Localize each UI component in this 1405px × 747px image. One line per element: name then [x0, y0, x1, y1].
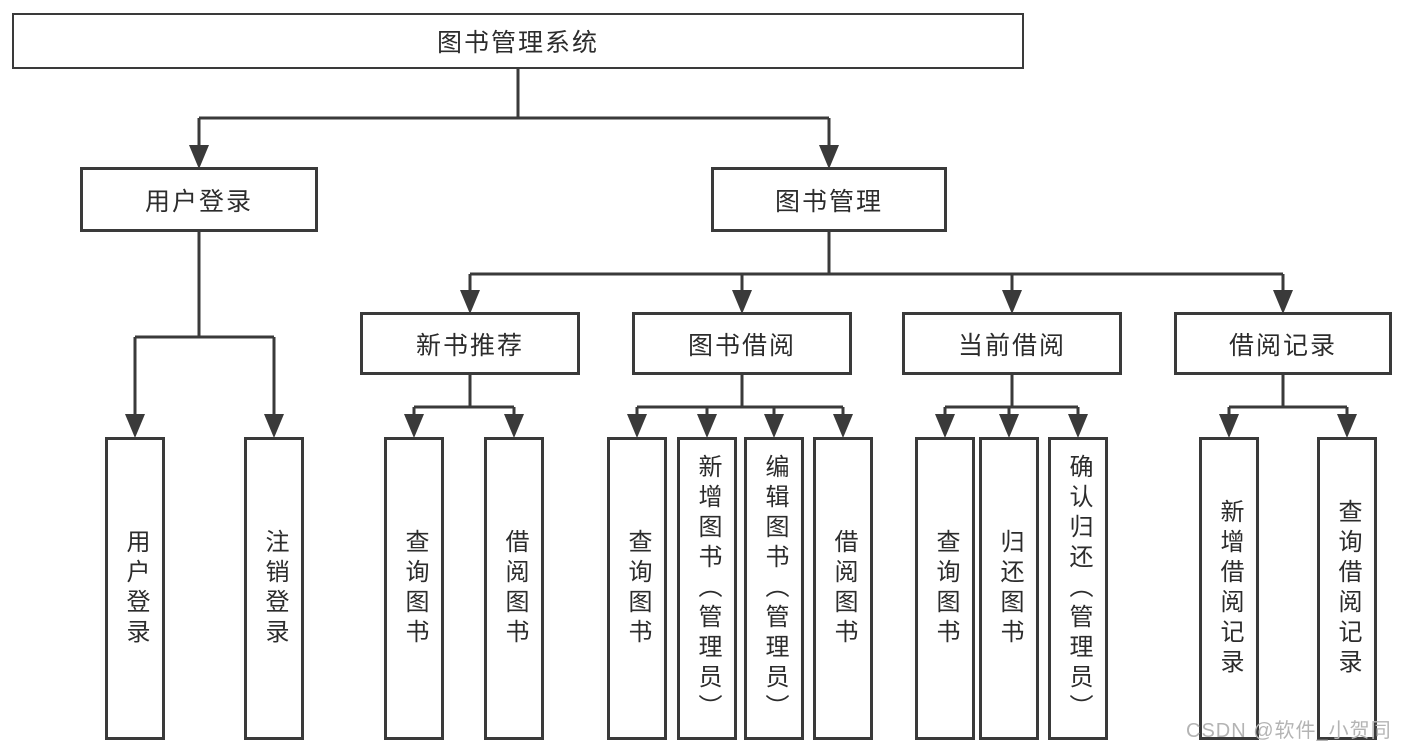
leaf-node-label: 查询图书 — [624, 528, 651, 649]
leaf-node-label: 用户登录 — [122, 528, 149, 649]
group-node-borrow-records: 借阅记录 — [1174, 312, 1392, 375]
arrowhead — [627, 414, 647, 438]
leaf-node-borrow-books-recommend: 借阅图书 — [484, 437, 544, 740]
arrowhead — [1273, 290, 1293, 314]
arrowhead — [1337, 414, 1357, 438]
arrowhead — [833, 414, 853, 438]
root-node-book-management-system: 图书管理系统 — [12, 13, 1024, 69]
leaf-node-add-borrow-record: 新增借阅记录 — [1199, 437, 1259, 740]
leaf-node-query-books-recommend: 查询图书 — [384, 437, 444, 740]
connector-management-to-groups — [468, 232, 1285, 292]
group-node-label: 图书借阅 — [687, 331, 796, 360]
leaf-node-add-books-admin: 新增图书（管理员） — [677, 437, 737, 740]
group-node-label: 借阅记录 — [1228, 331, 1337, 360]
group-node-label: 当前借阅 — [957, 331, 1066, 360]
leaf-node-label: 借阅图书 — [830, 528, 857, 649]
leaf-node-query-books-borrowing: 查询图书 — [607, 437, 667, 740]
arrowhead — [764, 414, 784, 438]
leaf-node-query-borrow-record: 查询借阅记录 — [1317, 437, 1377, 740]
branch-node-user-login: 用户登录 — [80, 167, 318, 232]
arrowhead — [504, 414, 524, 438]
branch-node-label: 用户登录 — [144, 187, 253, 216]
group-node-current-borrowing: 当前借阅 — [902, 312, 1122, 375]
leaf-node-label: 确认归还（管理员） — [1065, 453, 1092, 724]
group-node-new-book-recommendation: 新书推荐 — [360, 312, 580, 375]
arrowhead — [819, 145, 839, 169]
leaf-node-label: 编辑图书（管理员） — [761, 453, 788, 724]
watermark-text: CSDN @软件_小贺同学 — [1186, 720, 1392, 742]
leaf-node-label: 查询借阅记录 — [1334, 498, 1361, 679]
leaf-node-edit-books-admin: 编辑图书（管理员） — [744, 437, 804, 740]
leaf-node-confirm-return-admin: 确认归还（管理员） — [1048, 437, 1108, 740]
leaf-node-logout: 注销登录 — [244, 437, 304, 740]
arrowhead — [935, 414, 955, 438]
leaf-node-query-books-current: 查询图书 — [915, 437, 975, 740]
connector-records-to-leaves — [1227, 375, 1349, 416]
arrowhead — [404, 414, 424, 438]
root-node-label: 图书管理系统 — [436, 29, 599, 57]
connector-borrowing-to-leaves — [635, 375, 845, 416]
leaf-node-label: 借阅图书 — [501, 528, 528, 649]
arrowhead — [189, 145, 209, 169]
connector-root-to-branches — [197, 68, 831, 147]
leaf-node-label: 归还图书 — [996, 528, 1023, 649]
arrowhead — [125, 414, 145, 438]
leaf-node-label: 注销登录 — [261, 528, 288, 649]
arrowhead — [1002, 290, 1022, 314]
arrowhead — [1219, 414, 1239, 438]
arrowhead — [732, 290, 752, 314]
leaf-node-label: 查询图书 — [932, 528, 959, 649]
branch-node-label: 图书管理 — [774, 187, 883, 216]
connector-current-to-leaves — [943, 375, 1080, 416]
connector-login-to-leaves — [133, 232, 276, 416]
leaf-node-user-login: 用户登录 — [105, 437, 165, 740]
leaf-node-return-books: 归还图书 — [979, 437, 1039, 740]
arrowhead — [697, 414, 717, 438]
group-node-book-borrowing: 图书借阅 — [632, 312, 852, 375]
leaf-node-borrow-books: 借阅图书 — [813, 437, 873, 740]
leaf-node-label: 新增借阅记录 — [1216, 498, 1243, 679]
connector-recommend-to-leaves — [412, 375, 516, 416]
branch-node-book-management: 图书管理 — [711, 167, 947, 232]
arrowhead — [999, 414, 1019, 438]
leaf-node-label: 新增图书（管理员） — [694, 453, 721, 724]
arrowhead — [264, 414, 284, 438]
group-node-label: 新书推荐 — [415, 331, 524, 360]
arrowhead — [1068, 414, 1088, 438]
arrowhead — [460, 290, 480, 314]
leaf-node-label: 查询图书 — [401, 528, 428, 649]
